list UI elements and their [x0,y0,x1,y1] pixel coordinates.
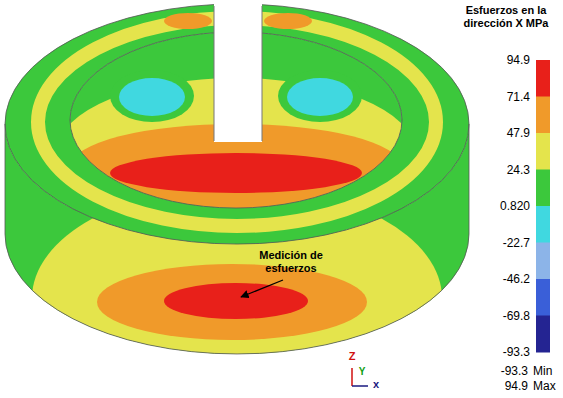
scale-value: 47.9 [476,126,530,140]
stress-zone [110,70,194,122]
stress-zone [164,283,308,319]
axis-line [352,385,368,387]
axis-label: Y [356,366,368,378]
split-edge [214,6,215,141]
split-edge [262,6,263,141]
stress-zone [164,13,212,29]
scale-value: 24.3 [476,163,530,177]
scale-swatch [536,97,550,134]
top-face [0,0,480,250]
axis-label: x [370,378,382,391]
max-tag: Max [533,379,559,393]
scale-swatch [536,60,550,97]
scale-title: Esfuerzos en la dirección X MPa [452,4,560,30]
min-tag: Min [533,364,559,378]
bottom-edge [5,124,469,354]
leader-arrow [241,280,283,297]
scale-swatch [536,206,550,243]
scale-swatch [536,243,550,280]
scale-value: 0.820 [476,199,530,213]
scale-swatch [536,133,550,170]
scale-value: -22.7 [476,236,530,250]
max-value: 94.9 [468,379,528,393]
axis-line [351,368,353,386]
stress-zone [110,153,362,193]
scale-value: -46.2 [476,272,530,286]
stress-zone [0,0,480,250]
split-gap [214,0,262,142]
stress-zone [264,13,312,29]
stress-zone [287,78,353,116]
stress-zone [119,78,185,116]
color-scale [536,60,550,353]
stress-zone [97,264,367,340]
scale-value: 94.9 [476,53,530,67]
callout-label: Medición de esfuerzos [249,249,333,275]
scale-swatch [536,170,550,207]
scale-value: 71.4 [476,90,530,104]
scale-swatch [536,316,550,353]
scale-value: -69.8 [476,309,530,323]
axis-label: Z [346,350,358,363]
split-edges [214,6,262,141]
scale-value: -93.3 [476,345,530,359]
stress-zone [278,70,362,122]
scale-swatch [536,279,550,316]
min-value: -93.3 [468,364,528,378]
